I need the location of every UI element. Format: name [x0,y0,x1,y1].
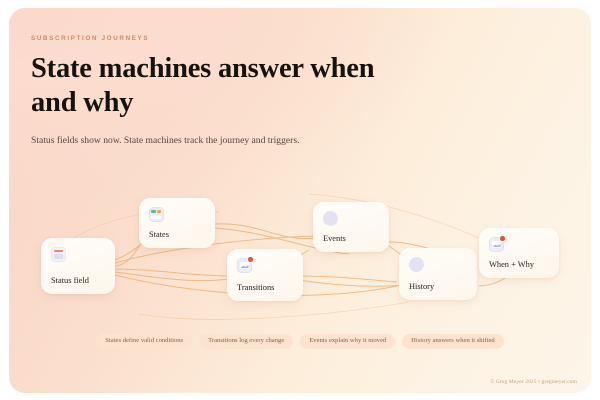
node-label: When + Why [489,260,535,269]
page-subtitle: Status fields show now. State machines t… [31,134,300,146]
chips-icon [149,207,164,222]
form-icon [51,247,66,262]
footer-credit: © Greg Meyer 2025 • gregmeyer.com [490,379,577,385]
chip-events[interactable]: Events explain why it moved [300,334,396,349]
node-events[interactable]: Events [313,202,389,252]
node-transitions[interactable]: Transitions [227,249,303,301]
chip-history[interactable]: History answers when it shifted [402,334,504,349]
hero-panel: SUBSCRIPTION JOURNEYS State machines ans… [9,8,591,393]
node-label: States [149,230,170,239]
page-title: State machines answer when and why [31,53,375,118]
header-block: SUBSCRIPTION JOURNEYS State machines ans… [31,35,431,149]
node-states[interactable]: States [139,198,215,248]
photo-alert-icon [489,236,505,252]
circle-icon [323,211,338,226]
photo-icon-inner [239,261,250,269]
photo-alert-icon [237,257,253,273]
alert-dot-icon [248,257,253,262]
node-label: Status field [51,276,89,285]
node-label: Events [323,234,346,243]
chip-transitions[interactable]: Transitions log every change [199,334,294,349]
photo-icon-inner [491,240,502,248]
state-machine-diagram: Status field States Transitions Events [9,176,591,326]
circle-icon [409,257,424,272]
eyebrow-label: SUBSCRIPTION JOURNEYS [31,35,150,42]
node-label: History [409,282,435,291]
node-history[interactable]: History [399,248,477,300]
node-when-why[interactable]: When + Why [479,228,559,278]
node-status-field[interactable]: Status field [41,238,115,294]
alert-dot-icon [500,236,505,241]
chips-icon-base [151,215,162,220]
node-label: Transitions [237,283,275,292]
summary-chip-row: States define valid conditions Transitio… [9,334,591,349]
chip-states[interactable]: States define valid conditions [96,334,193,349]
